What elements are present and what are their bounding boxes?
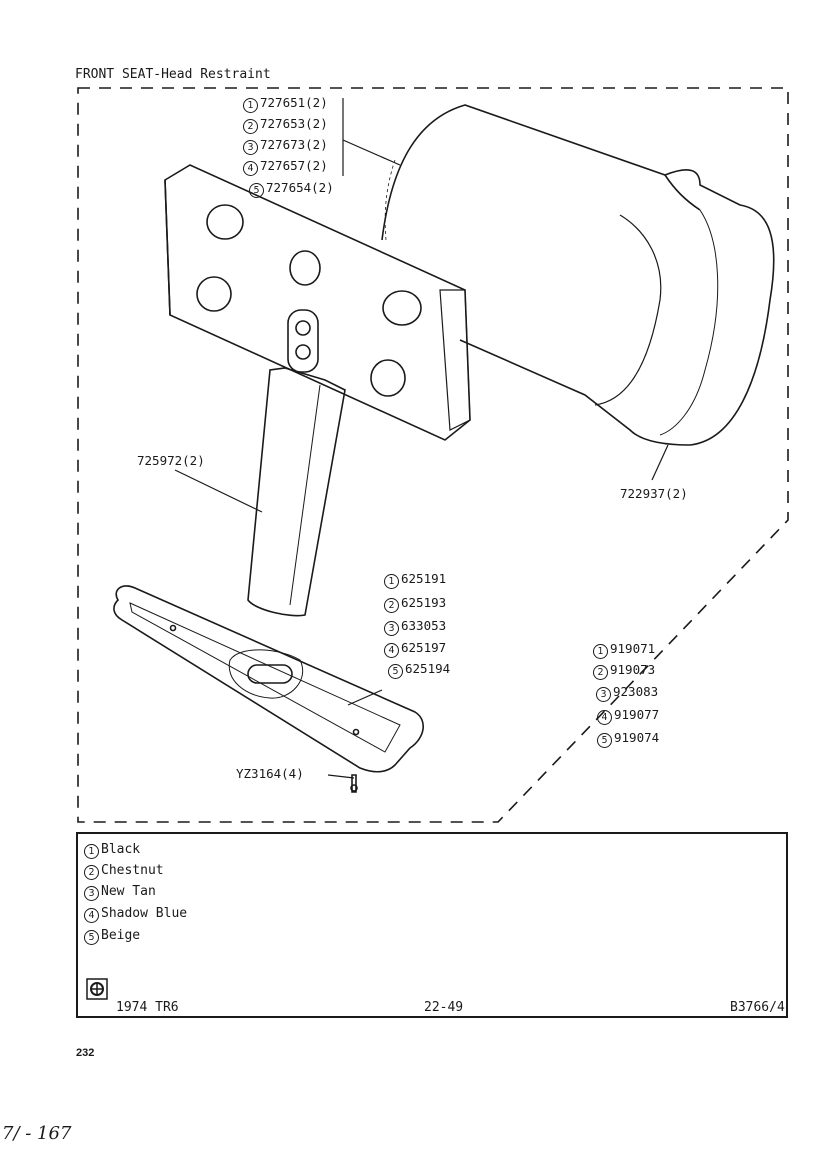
cover-part-label: 722937(2) (620, 486, 688, 501)
handwritten-note: 7/ - 167 (2, 1123, 72, 1144)
screw-part-label: YZ3164(4) (236, 766, 304, 781)
frame-plate (164, 164, 471, 441)
footer-page-ref: 22-49 (424, 1000, 464, 1015)
stem-part-label: 725972(2) (137, 453, 205, 468)
british-leyland-logo-icon (86, 978, 108, 1000)
boundary-dashed (77, 87, 789, 823)
cushion-outline (381, 104, 775, 446)
base-plate (113, 585, 424, 773)
stem (247, 367, 346, 617)
footer-model: 1974 TR6 (116, 1000, 179, 1015)
page-number: 232 (76, 1047, 95, 1059)
page-title: FRONT SEAT-Head Restraint (75, 67, 271, 82)
footer-drawing-number: B3766/4 (730, 1000, 785, 1015)
